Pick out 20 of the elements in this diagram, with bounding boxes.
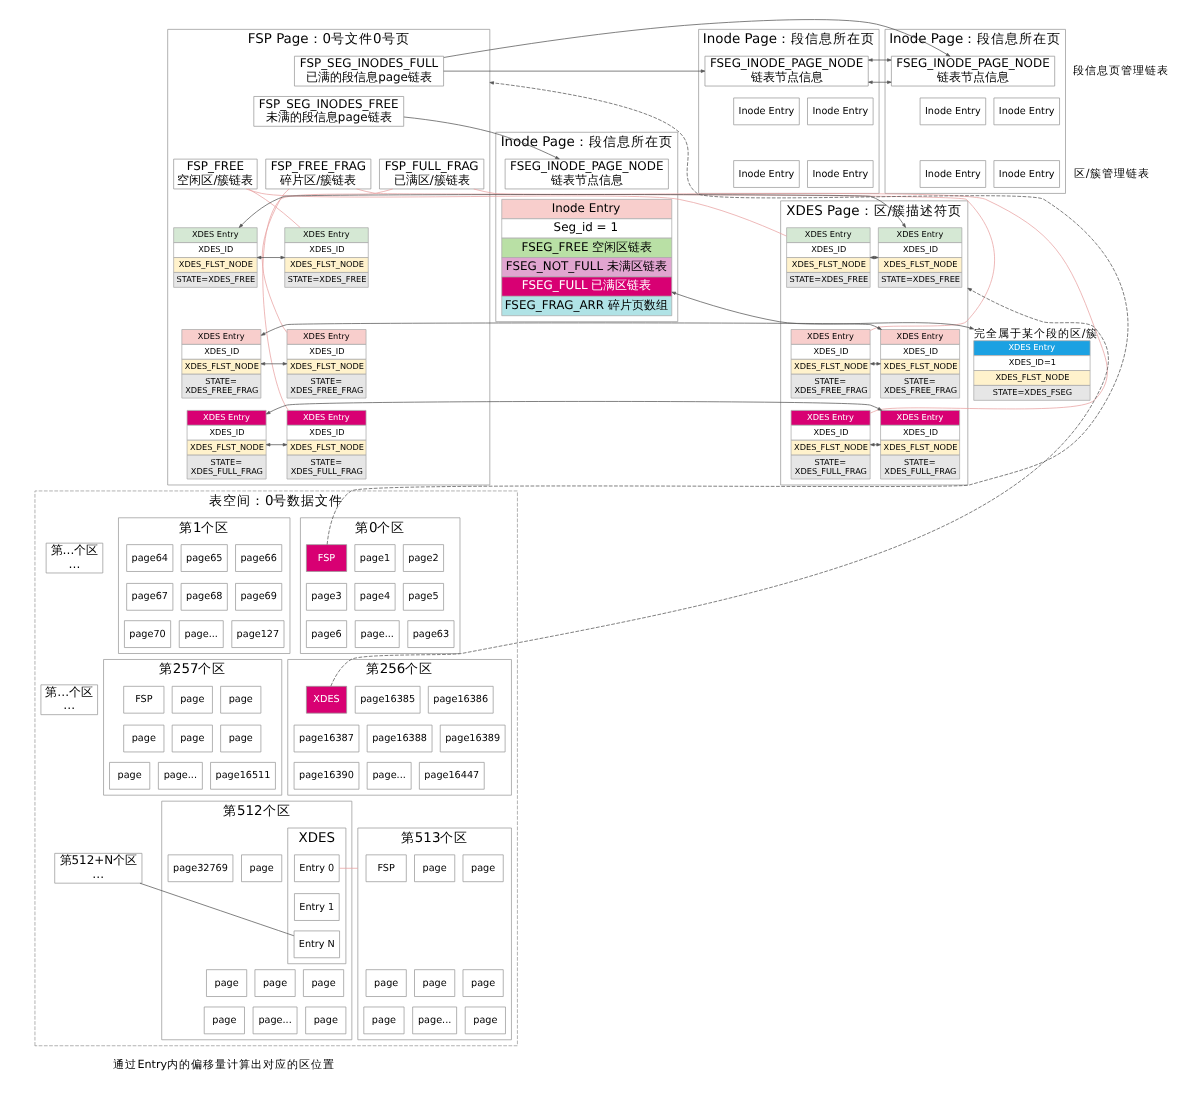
arrow xyxy=(671,291,974,330)
connector xyxy=(338,867,359,869)
arrow xyxy=(326,81,1129,545)
arrow xyxy=(443,69,706,73)
connector xyxy=(473,188,1108,414)
connector xyxy=(261,188,290,333)
arrow xyxy=(868,58,892,84)
arrow xyxy=(403,116,560,160)
connector xyxy=(356,188,995,331)
arrow xyxy=(330,287,1109,687)
arrow xyxy=(265,401,883,415)
connector xyxy=(245,188,787,237)
arrow xyxy=(260,322,882,336)
arrow xyxy=(256,255,285,260)
arrow xyxy=(443,19,951,58)
connector xyxy=(262,188,394,411)
arrow xyxy=(265,443,288,447)
arrow xyxy=(260,362,288,366)
connector xyxy=(248,188,301,228)
arrow xyxy=(238,194,906,228)
